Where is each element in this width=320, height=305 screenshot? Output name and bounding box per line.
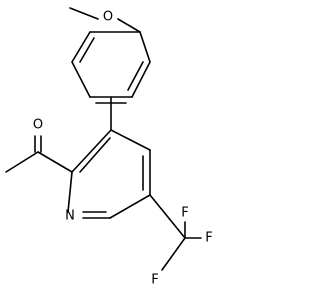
trifluoromethyl-group (149, 194, 202, 271)
benzene-bond (71, 61, 91, 98)
structure-canvas: O N (5, 7, 213, 288)
pyridine-bond (109, 194, 151, 219)
benzene-inner-double-bond (127, 61, 144, 91)
ring-to-cf3-bond (149, 194, 186, 239)
benzene-ring (71, 31, 151, 104)
pyridine-nitrogen-label: N (65, 209, 75, 224)
oxygen-to-ring-bond (117, 18, 141, 33)
chemical-structure-diagram: O N (5, 7, 213, 288)
methoxy-oxygen-label: O (103, 10, 113, 25)
pyridine-ring (67, 129, 151, 219)
benzene-inner-double-bond (79, 37, 95, 63)
fluorine-right-label: F (205, 231, 212, 246)
benzene-bond (139, 31, 151, 63)
ring-to-carbonyl-bond (37, 151, 73, 173)
carbonyl-to-methyl-bond (5, 151, 39, 173)
fluorine-bottom-label: F (151, 273, 158, 288)
carbonyl-oxygen-label: O (33, 118, 43, 133)
pyridine-bond (67, 171, 73, 213)
pyridine-bond (110, 129, 151, 151)
benzene-bond (71, 31, 91, 63)
pyridine-inner-double-bond (79, 137, 111, 173)
acetyl-group (5, 135, 73, 173)
methyl-to-oxygen-bond (69, 7, 99, 20)
fluorine-top-label: F (181, 206, 188, 221)
benzene-bond (131, 61, 151, 98)
carbon-fluorine-bond (161, 237, 186, 271)
methoxy-group (69, 7, 141, 33)
pyridine-bond (71, 129, 112, 173)
